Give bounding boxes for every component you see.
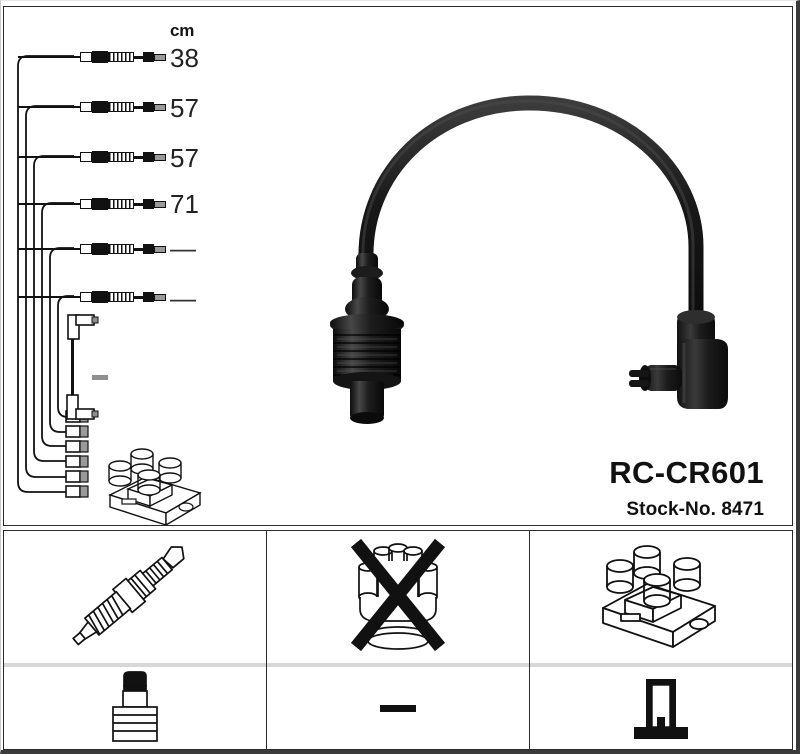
icon-panel-coil-pack-bottom bbox=[530, 667, 792, 749]
length-value-4: 71 bbox=[170, 189, 199, 219]
length-value-3: 57 bbox=[170, 143, 199, 173]
product-code: RC-CR601 bbox=[609, 455, 764, 490]
icon-panel-distributor-cap bbox=[266, 530, 529, 750]
length-value-5: — bbox=[170, 233, 196, 263]
icon-panel-coil-pack-top bbox=[530, 531, 792, 663]
panel-divider-3 bbox=[530, 663, 792, 667]
length-value-1: 38 bbox=[170, 43, 199, 73]
schematic-cable-5 bbox=[18, 242, 166, 256]
distributor-cap-crossed-out-icon bbox=[350, 538, 446, 651]
main-illustration-panel: cm 38 57 57 71 — — bbox=[3, 6, 793, 526]
icon-panel-spark-plug-top bbox=[4, 531, 266, 663]
icon-panel-row bbox=[3, 530, 793, 750]
product-stock-number: Stock-No. 8471 bbox=[626, 499, 764, 520]
icon-panel-spark-plug bbox=[3, 530, 266, 750]
ignition-coil-pack-icon bbox=[601, 545, 716, 648]
icon-panel-spark-plug-bottom bbox=[4, 667, 266, 749]
length-unit-header: cm bbox=[170, 21, 195, 40]
single-cable-length-dash bbox=[92, 375, 108, 380]
icon-panel-coil-pack bbox=[529, 530, 793, 750]
schematic-cable-3 bbox=[18, 150, 166, 164]
length-value-6: — bbox=[170, 283, 196, 313]
spark-plug-icon bbox=[71, 546, 185, 646]
panel-divider-2 bbox=[267, 663, 529, 667]
dash-icon bbox=[380, 704, 416, 712]
icon-panel-distributor-cap-bottom bbox=[267, 667, 529, 749]
ignition-cable-photo bbox=[330, 95, 728, 424]
single-cable-schematic bbox=[66, 314, 99, 420]
icon-panel-distributor-cap-top bbox=[267, 531, 529, 663]
schematic-cable-1 bbox=[18, 50, 166, 64]
schematic-cable-2 bbox=[18, 100, 166, 114]
panel-divider-1 bbox=[4, 663, 266, 667]
length-value-2: 57 bbox=[170, 93, 199, 123]
schematic-cable-6 bbox=[18, 290, 166, 304]
ignition-coil-pack-schematic bbox=[108, 448, 202, 525]
spark-plug-boot-icon bbox=[112, 671, 158, 742]
coil-terminal-icon bbox=[634, 679, 688, 739]
